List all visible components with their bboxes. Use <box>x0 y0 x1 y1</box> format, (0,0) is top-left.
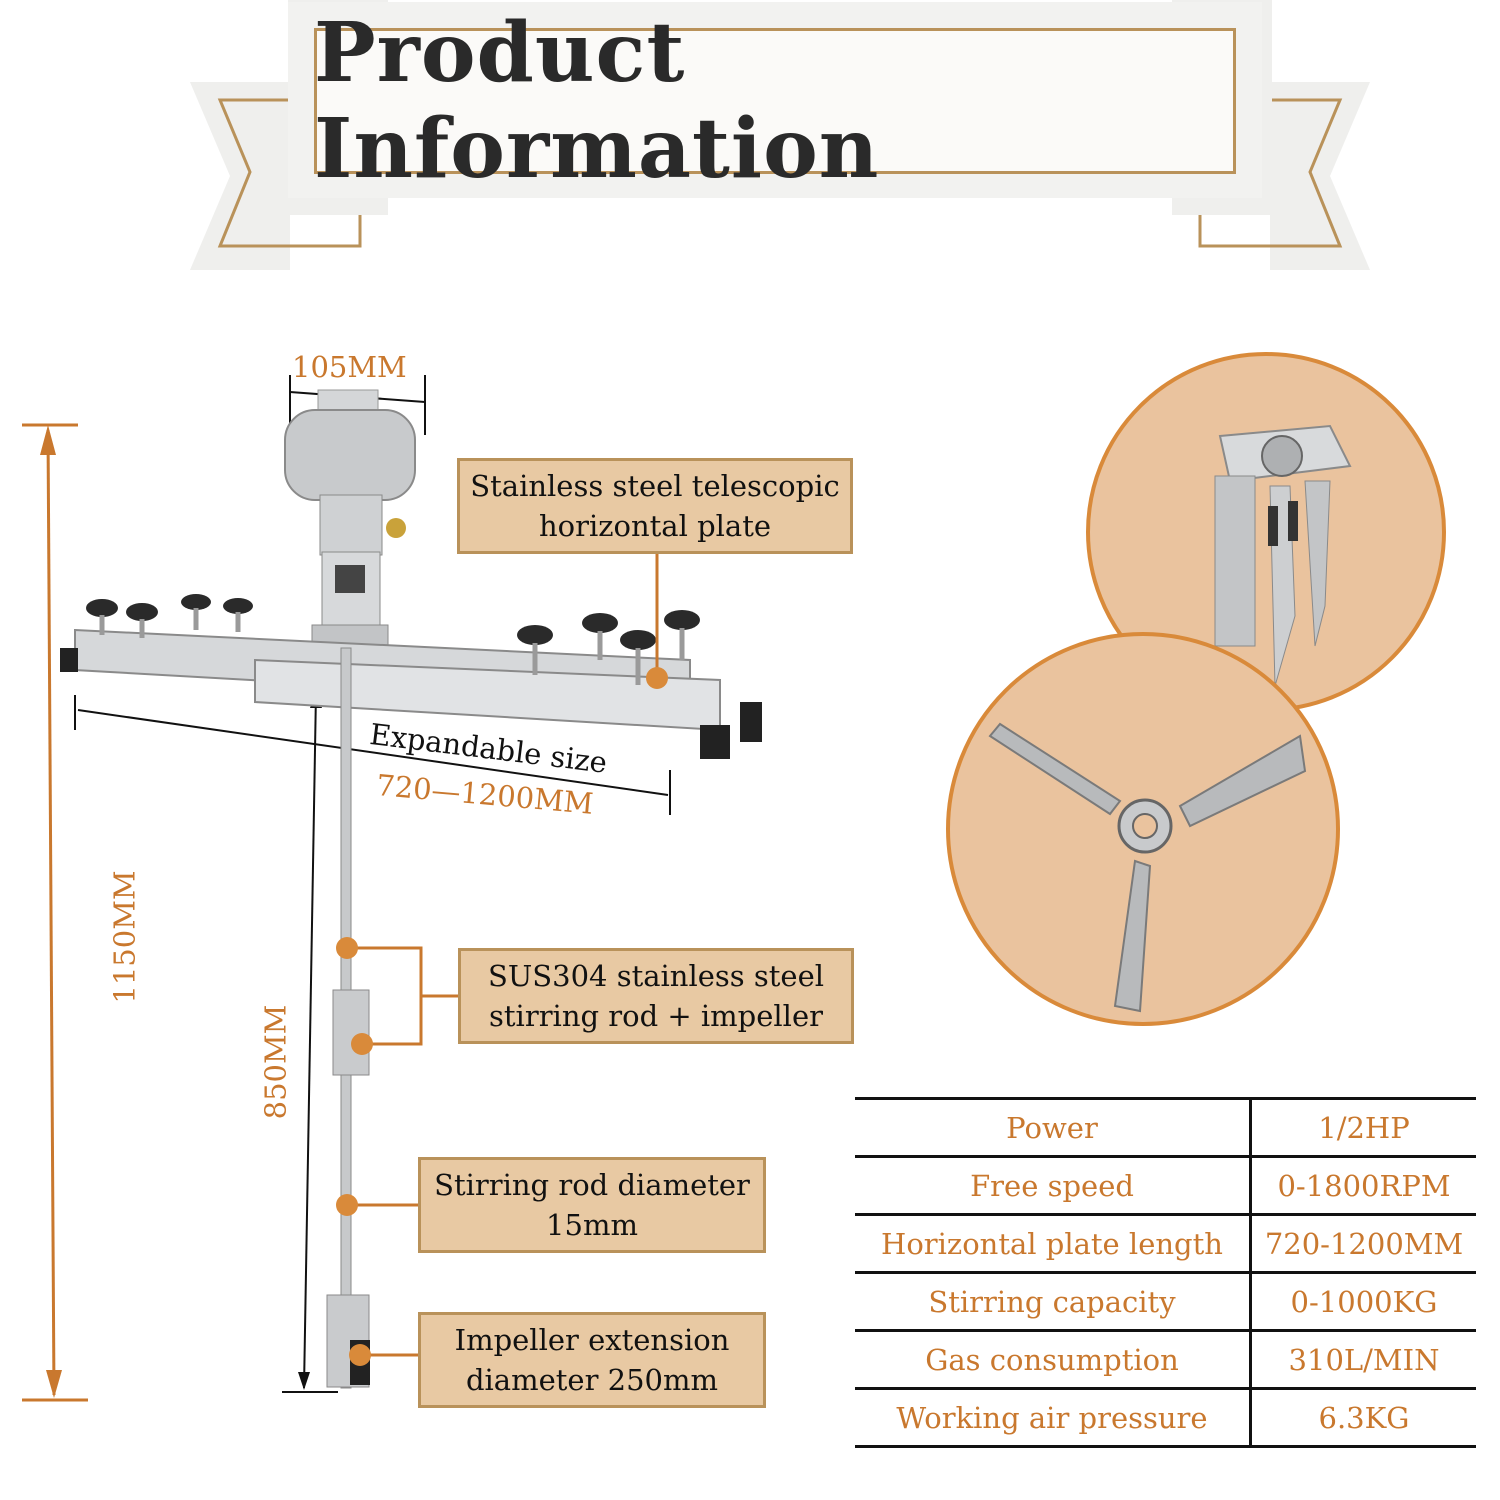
spec-label: Stirring capacity <box>855 1271 1251 1332</box>
callout-line: Impeller extension <box>454 1323 730 1357</box>
rod-length-label: 850MM <box>258 1004 293 1120</box>
callout-line: Stirring rod diameter <box>434 1168 750 1202</box>
mixer-illustration <box>22 375 762 1402</box>
callout-line: SUS304 stainless steel <box>487 959 825 993</box>
total-height-label: 1150MM <box>107 870 142 1004</box>
impeller-open-circle <box>946 632 1340 1026</box>
spec-label: Gas consumption <box>855 1329 1251 1390</box>
table-row: Power 1/2HP <box>855 1097 1476 1158</box>
title-inner-border <box>314 28 1236 174</box>
page-title: Product Information <box>314 5 880 197</box>
callout-line: horizontal plate <box>538 509 772 543</box>
spec-table: Power 1/2HP Free speed 0-1800RPM Horizon… <box>855 1097 1476 1448</box>
callout-rod-diameter: Stirring rod diameter 15mm <box>418 1157 766 1253</box>
table-row: Working air pressure 6.3KG <box>855 1387 1476 1448</box>
callout-line: diameter 250mm <box>465 1363 719 1397</box>
callout-impeller-diameter: Impeller extension diameter 250mm <box>418 1312 766 1408</box>
spec-value: 310L/MIN <box>1249 1329 1476 1390</box>
impeller-folded-image <box>1214 424 1352 687</box>
table-row: Free speed 0-1800RPM <box>855 1155 1476 1216</box>
spec-label: Horizontal plate length <box>855 1213 1251 1274</box>
callout-line: stirring rod + impeller <box>489 999 823 1033</box>
spec-value: 720-1200MM <box>1249 1213 1476 1274</box>
table-row: Gas consumption 310L/MIN <box>855 1329 1476 1390</box>
callout-line: 15mm <box>546 1208 638 1242</box>
spec-value: 6.3KG <box>1249 1387 1476 1448</box>
spec-label: Free speed <box>855 1155 1251 1216</box>
table-row: Stirring capacity 0-1000KG <box>855 1271 1476 1332</box>
spec-value: 0-1000KG <box>1249 1271 1476 1332</box>
callout-stirring-rod: SUS304 stainless steel stirring rod + im… <box>458 948 854 1044</box>
table-row: Horizontal plate length 720-1200MM <box>855 1213 1476 1274</box>
callout-horizontal-plate: Stainless steel telescopic horizontal pl… <box>457 458 853 554</box>
callout-line: Stainless steel telescopic <box>470 469 840 503</box>
top-width-label: 105MM <box>292 350 407 384</box>
spec-value: 1/2HP <box>1249 1097 1476 1158</box>
spec-label: Power <box>855 1097 1251 1158</box>
impeller-open-image <box>988 722 1307 1013</box>
spec-label: Working air pressure <box>855 1387 1251 1448</box>
spec-value: 0-1800RPM <box>1249 1155 1476 1216</box>
